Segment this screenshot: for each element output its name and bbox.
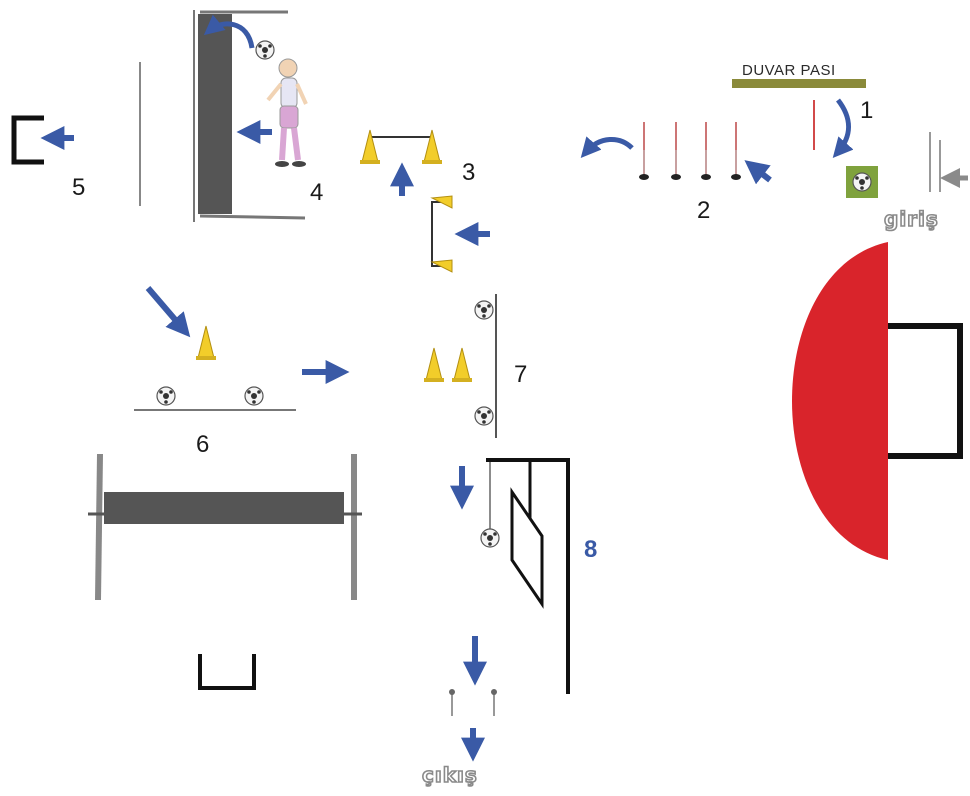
ball	[480, 528, 500, 548]
station-1-label: 1	[860, 97, 873, 124]
slalom-pole	[700, 121, 712, 181]
ball	[244, 386, 264, 406]
station-2: 2	[580, 121, 772, 224]
goal-frame	[888, 323, 963, 459]
mini-goal-5	[11, 115, 44, 165]
station-4: 4	[193, 10, 323, 222]
slalom-pole	[730, 121, 742, 181]
entry-label: giriş	[884, 207, 939, 231]
station-7-label: 7	[514, 361, 527, 388]
station-7: 7	[423, 294, 527, 438]
mini-goal-bottom	[198, 654, 256, 690]
exit-label: çıkış	[422, 763, 478, 787]
station-5: 5	[11, 115, 85, 201]
station-8-label: 8	[584, 536, 597, 563]
arrow-2-in	[744, 160, 772, 185]
exit-marker: çıkış	[421, 636, 497, 788]
entry-marker: giriş	[883, 132, 968, 232]
station-3: 3	[359, 129, 490, 273]
wall-pass-bar	[732, 79, 866, 88]
ball	[474, 300, 494, 320]
hurdle-barrier	[88, 453, 362, 601]
cone	[421, 129, 443, 165]
ball	[156, 386, 176, 406]
cone	[451, 347, 473, 383]
slalom-pole	[670, 121, 682, 181]
station-8: 8	[450, 458, 597, 694]
cone	[195, 325, 217, 361]
player-figure	[266, 58, 308, 167]
curved-arrow-4	[203, 14, 255, 49]
curved-arrow-2	[580, 136, 634, 159]
arrow-6-diag	[145, 286, 191, 338]
ball	[255, 40, 275, 60]
station-6-label: 6	[196, 431, 209, 458]
cone	[423, 347, 445, 383]
cone	[359, 129, 381, 165]
header-wall	[198, 14, 232, 214]
goal-area	[792, 242, 963, 560]
wall-pass-label: DUVAR PASI	[742, 62, 836, 79]
penalty-arc	[792, 242, 888, 560]
station-1: DUVAR PASI 1	[732, 62, 878, 198]
station-5-label: 5	[72, 174, 85, 201]
curved-arrow-1	[832, 98, 854, 159]
station-6: 6	[134, 286, 350, 458]
station-3-label: 3	[462, 159, 475, 186]
station-2-label: 2	[697, 197, 710, 224]
station-4-label: 4	[310, 179, 323, 206]
slalom-pole	[638, 121, 650, 181]
ball	[474, 406, 494, 426]
ball	[852, 172, 872, 192]
